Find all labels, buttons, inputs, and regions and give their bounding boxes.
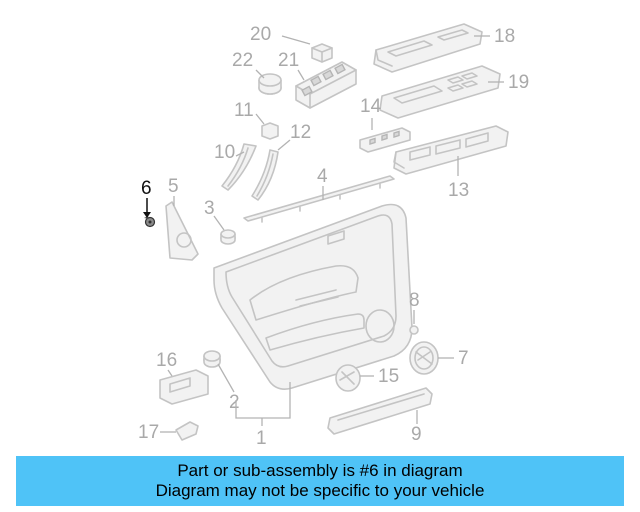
callout-19: 19 [488,72,529,93]
part-17-bulb [175,421,199,441]
callout-8: 8 [409,290,420,324]
callout-9: 9 [411,410,422,445]
callout-1: 1 [235,382,291,449]
callout-14-label: 14 [360,96,382,117]
part-12-pull-trim [251,149,279,201]
callout-2: 2 [217,363,240,413]
callout-15: 15 [360,366,399,387]
callout-6: 6 [141,178,152,218]
callout-12: 12 [277,122,311,151]
callout-10: 10 [214,142,245,163]
part-20-clip [311,43,333,63]
part-8-screw [409,325,419,335]
part-7-speaker-grille [409,341,439,375]
part-10-handle-trim [221,143,257,191]
door-panel-parts-diagram: 20 22 21 18 19 11 14 10 12 13 4 6 [138,23,529,449]
callout-11: 11 [234,100,265,125]
callout-1-label: 1 [256,428,267,449]
callout-11-label: 11 [234,100,254,121]
callout-14: 14 [360,96,382,130]
callout-16: 16 [156,350,177,377]
callout-13: 13 [448,156,469,201]
banner-line-1: Part or sub-assembly is #6 in diagram [177,461,463,480]
callout-10-label: 10 [214,142,235,163]
part-21-switch-assembly [295,61,357,109]
callout-17-label: 17 [138,422,159,443]
callout-4-label: 4 [317,166,328,187]
info-banner: Part or sub-assembly is #6 in diagram Di… [16,456,624,506]
part-13-bracket [393,125,509,175]
part-16-switch-housing [159,369,209,405]
callout-4: 4 [317,166,328,200]
callout-16-label: 16 [156,350,177,371]
callout-18: 18 [474,26,515,47]
part-11-clip [261,122,279,140]
callout-3-label: 3 [204,198,215,219]
part-22-knob [258,73,282,95]
callout-6-label: 6 [141,178,152,199]
part-14-switch-plate [359,127,411,153]
callout-21: 21 [278,50,305,81]
part-15-tweeter-cover [335,364,361,392]
callout-5-label: 5 [168,176,179,197]
part-1-door-trim-panel [213,203,413,390]
callout-13-label: 13 [448,180,469,201]
part-18-switch-bezel [373,23,483,73]
part-6-fastener [144,216,156,228]
callout-3: 3 [204,198,225,231]
callout-17: 17 [138,422,176,443]
callout-8-label: 8 [409,290,420,311]
callout-12-label: 12 [290,122,311,143]
callout-22-label: 22 [232,50,253,71]
callout-20-label: 20 [250,24,271,45]
callout-7-label: 7 [458,348,469,369]
callout-21-label: 21 [278,50,299,71]
part-2-knob [203,350,221,368]
callout-15-label: 15 [378,366,399,387]
part-3-grommet [220,229,236,245]
callout-18-label: 18 [494,26,515,47]
callout-9-label: 9 [411,424,422,445]
part-19-switch-bezel [379,65,501,119]
callout-20: 20 [250,24,311,45]
callout-2-label: 2 [229,392,240,413]
callout-5: 5 [168,176,179,206]
part-5-corner-cover [165,201,199,261]
banner-line-2: Diagram may not be specific to your vehi… [155,481,485,500]
callout-7: 7 [438,348,469,369]
part-4-window-strip [243,175,395,223]
callout-19-label: 19 [508,72,529,93]
part-9-armrest-pad [327,387,433,435]
callout-22: 22 [232,50,265,79]
